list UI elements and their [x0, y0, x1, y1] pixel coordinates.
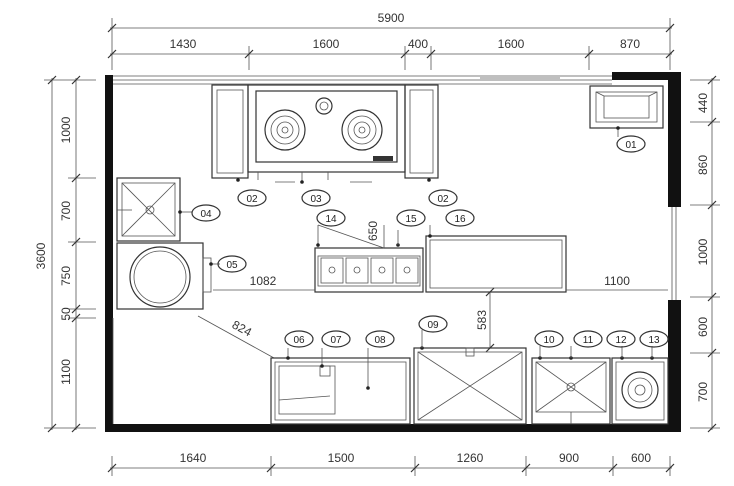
dim-right-3: 1000	[696, 238, 710, 265]
stove-hood-unit	[211, 84, 439, 184]
svg-text:10: 10	[543, 335, 555, 346]
label-01: 01	[616, 135, 646, 153]
svg-text:06: 06	[293, 335, 305, 346]
dim-left-1: 1000	[59, 116, 73, 143]
dim-left-total: 3600	[34, 242, 48, 269]
label-08: 08	[365, 330, 395, 348]
dim-inner-583: 583	[475, 310, 489, 330]
svg-text:12: 12	[615, 335, 627, 346]
dim-top-3: 400	[408, 37, 428, 51]
svg-text:03: 03	[310, 194, 322, 205]
label-02-right: 02	[428, 189, 458, 207]
dim-bottom-4: 900	[559, 451, 579, 465]
interior-dimensions: 650 1082 1100 824 583	[197, 221, 668, 359]
equipment-14-15-sink-bench	[314, 224, 424, 293]
top-dimension-chain: 5900 1430 1600 400 1600 870	[107, 11, 675, 70]
bottom-dimension-chain: 1640 1500 1260 900 600	[107, 451, 675, 476]
label-10: 10	[534, 330, 564, 348]
left-dimension-chain: 3600 1000 700 750 50 1100	[34, 75, 96, 433]
label-06: 06	[284, 330, 314, 348]
label-04: 04	[191, 204, 221, 222]
equipment-05-round-unit	[116, 242, 220, 310]
right-dimension-chain: 440 860 1000 600 700	[690, 75, 720, 433]
dim-top-total: 5900	[378, 11, 405, 25]
room-walls	[105, 72, 681, 432]
svg-text:11: 11	[583, 335, 594, 346]
dim-left-2: 700	[59, 201, 73, 221]
svg-text:13: 13	[648, 335, 660, 346]
dim-bottom-2: 1500	[328, 451, 355, 465]
dim-bottom-3: 1260	[457, 451, 484, 465]
svg-text:04: 04	[200, 209, 212, 220]
label-12: 12	[606, 330, 636, 348]
equipment-16-prep-bench	[425, 225, 567, 293]
equipment-04-sink	[116, 177, 192, 242]
dim-top-1: 1430	[170, 37, 197, 51]
svg-text:16: 16	[454, 214, 466, 225]
dim-left-4: 50	[59, 307, 73, 321]
dim-bottom-5: 600	[631, 451, 651, 465]
svg-text:05: 05	[226, 260, 238, 271]
label-02-left: 02	[237, 189, 267, 207]
label-16: 16	[445, 209, 475, 227]
label-14: 14	[316, 209, 346, 227]
dim-inner-1100: 1100	[604, 274, 630, 288]
dim-inner-650: 650	[366, 221, 380, 241]
svg-text:08: 08	[374, 335, 386, 346]
svg-text:07: 07	[330, 335, 342, 346]
dim-bottom-1: 1640	[180, 451, 207, 465]
dim-inner-824: 824	[230, 318, 255, 340]
label-07: 07	[321, 330, 351, 348]
svg-text:09: 09	[427, 320, 439, 331]
svg-text:02: 02	[437, 194, 449, 205]
dim-right-5: 700	[696, 382, 710, 402]
dim-left-3: 750	[59, 266, 73, 286]
svg-text:01: 01	[625, 140, 637, 151]
dim-top-5: 870	[620, 37, 640, 51]
svg-text:14: 14	[325, 214, 337, 225]
label-15: 15	[396, 209, 426, 227]
bottom-counter-row	[270, 330, 669, 425]
label-09: 09	[418, 315, 448, 333]
label-05: 05	[217, 255, 247, 273]
svg-text:02: 02	[246, 194, 258, 205]
svg-text:15: 15	[405, 214, 417, 225]
dim-inner-1082: 1082	[250, 274, 277, 288]
dim-top-2: 1600	[313, 37, 340, 51]
label-13: 13	[639, 330, 669, 348]
dim-right-4: 600	[696, 317, 710, 337]
label-11: 11	[573, 330, 603, 348]
equipment-01-cart	[589, 85, 664, 137]
label-03: 03	[301, 189, 331, 207]
dim-left-5: 1100	[59, 359, 73, 385]
dim-right-2: 860	[696, 155, 710, 175]
dim-top-4: 1600	[498, 37, 525, 51]
dim-right-1: 440	[696, 93, 710, 113]
